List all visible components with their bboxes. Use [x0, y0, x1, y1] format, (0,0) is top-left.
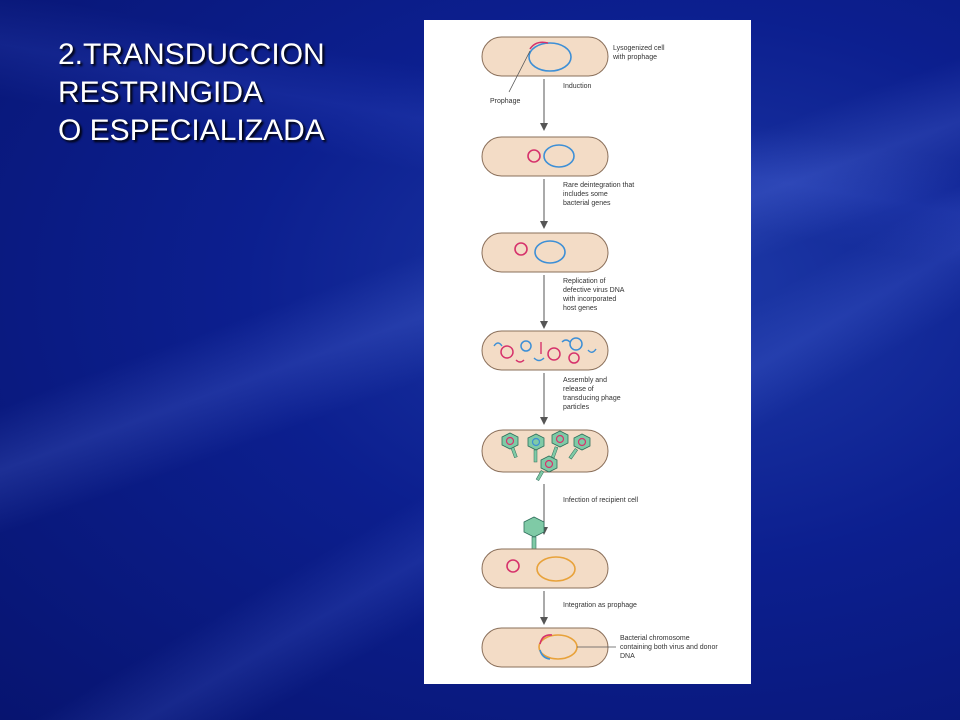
label-induction: Induction [563, 83, 592, 90]
label-replication-2: defective virus DNA [563, 287, 625, 294]
transducing-dna [506, 559, 520, 573]
title-line-2: RESTRINGIDA [58, 76, 264, 109]
label-assembly-2: release of [563, 386, 594, 393]
prophage-segment [529, 41, 549, 50]
excised-virus-dna [527, 149, 541, 163]
phage-particle [501, 432, 519, 459]
defective-virus-dna [514, 242, 528, 256]
diagram-svg: Lysogenized cell with prophage Prophage … [481, 36, 718, 668]
phage-particle-escaping [535, 455, 558, 482]
cell-recipient [481, 548, 609, 589]
integrated-prophage [539, 634, 553, 645]
bacterial-chromosome [534, 240, 566, 264]
label-replication-1: Replication of [563, 278, 605, 285]
label-assembly-4: particles [563, 404, 590, 411]
label-lysogenized-1: Lysogenized cell [613, 45, 665, 52]
prophage-pointer [508, 50, 531, 93]
phage-particle [568, 433, 591, 460]
integrated-donor-dna [539, 649, 551, 660]
title-line-3: O ESPECIALIZADA [58, 114, 325, 147]
label-bacterial-chromosome-2: containing both virus and donor [620, 644, 718, 651]
arrow-2 [540, 179, 548, 229]
label-deintegration-2: includes some [563, 191, 608, 198]
label-prophage: Prophage [490, 98, 520, 105]
label-bacterial-chromosome-3: DNA [620, 653, 635, 660]
arrow-6 [540, 591, 548, 625]
title-line-1: 2.TRANSDUCCION [58, 38, 325, 71]
transduction-diagram: Lysogenized cell with prophage Prophage … [424, 20, 751, 684]
label-replication-4: host genes [563, 305, 598, 312]
phage-particle [550, 430, 569, 459]
label-replication-3: with incorporated [562, 296, 616, 303]
bacterial-chromosome [543, 144, 575, 168]
cell-lysogenized [481, 36, 609, 77]
phage-particle [527, 433, 545, 463]
label-infection: Infection of recipient cell [563, 497, 639, 504]
label-bacterial-chromosome-1: Bacterial chromosome [620, 635, 690, 642]
cell-deintegration [481, 136, 609, 177]
cell-replication [481, 330, 609, 371]
arrow-3 [540, 275, 548, 329]
phage-infecting [523, 516, 545, 550]
cell-assembly [481, 429, 609, 482]
label-assembly-1: Assembly and [563, 377, 607, 384]
arrow-1 [540, 79, 548, 131]
label-deintegration-3: bacterial genes [563, 200, 611, 207]
bacterial-chromosome [528, 42, 572, 72]
label-deintegration-1: Rare deintegration that [563, 182, 634, 189]
arrow-4 [540, 373, 548, 425]
slide-title: 2.TRANSDUCCION RESTRINGIDA O ESPECIALIZA… [58, 36, 325, 150]
cell-integrated [481, 627, 609, 668]
cell-defective-virus [481, 232, 609, 273]
label-lysogenized-2: with prophage [612, 54, 657, 61]
label-integration: Integration as prophage [563, 602, 637, 609]
label-assembly-3: transducing phage [563, 395, 621, 402]
recipient-chromosome [536, 556, 576, 582]
